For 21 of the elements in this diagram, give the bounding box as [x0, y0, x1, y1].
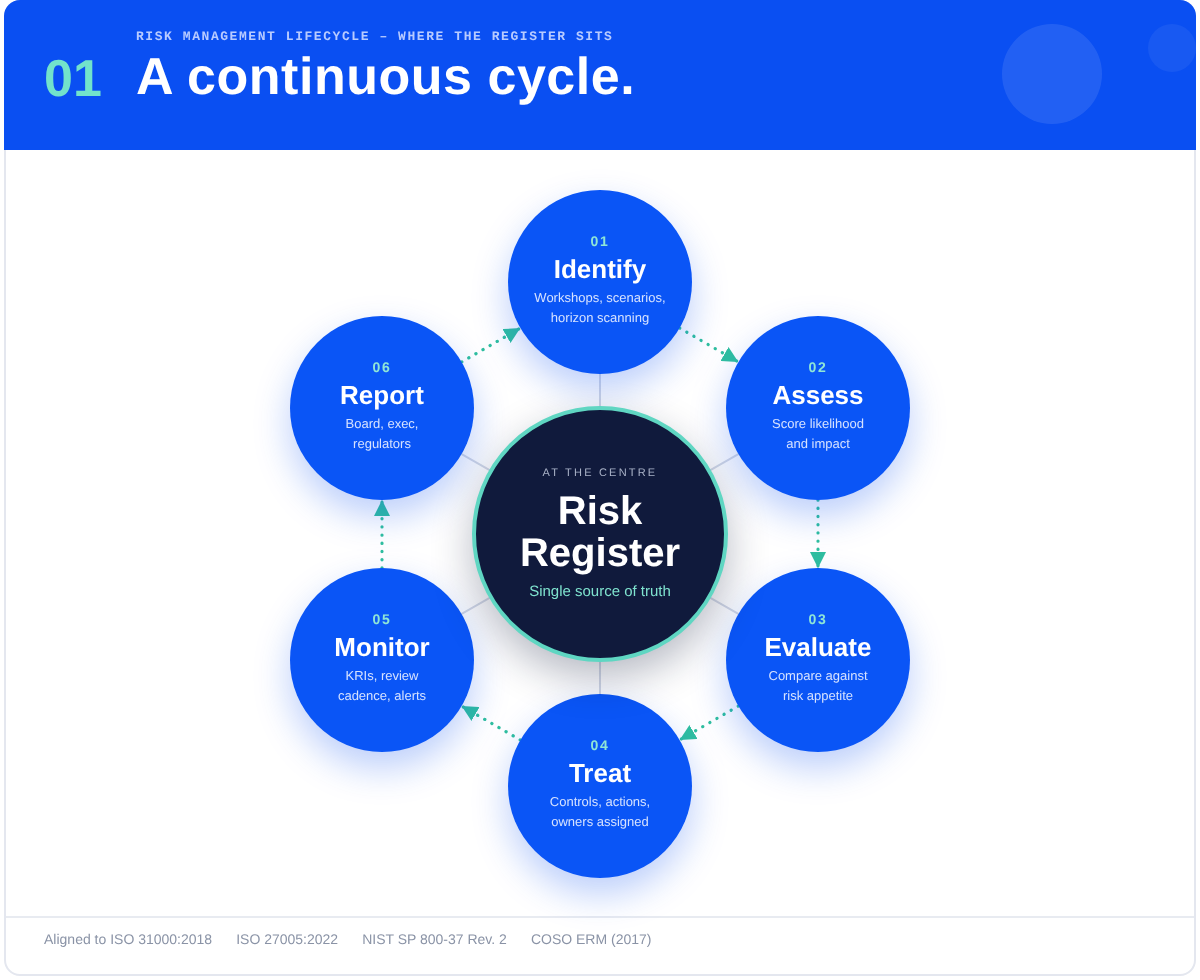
dotted-arrow — [678, 326, 740, 364]
dotted-arrow — [810, 498, 826, 570]
connector-line — [599, 373, 601, 407]
dotted-arrow — [460, 326, 522, 364]
step-title: Assess — [772, 382, 864, 409]
connector-line — [709, 453, 740, 471]
connector-line — [599, 661, 601, 695]
step-title: Monitor — [334, 634, 430, 661]
dotted-arrow — [374, 498, 390, 570]
page-title: A continuous cycle. — [136, 50, 636, 102]
connector-line — [709, 597, 740, 615]
step-title: Report — [340, 382, 424, 409]
step-title: Treat — [568, 760, 632, 787]
dotted-arrow — [678, 704, 740, 742]
connector-line — [460, 597, 491, 615]
step-title: Identify — [553, 256, 647, 283]
step-title: Evaluate — [764, 634, 872, 661]
dotted-arrow — [460, 704, 522, 742]
hub-title: Risk Register — [517, 492, 683, 574]
section-number: 01 — [44, 52, 102, 104]
connector-line — [460, 453, 491, 471]
